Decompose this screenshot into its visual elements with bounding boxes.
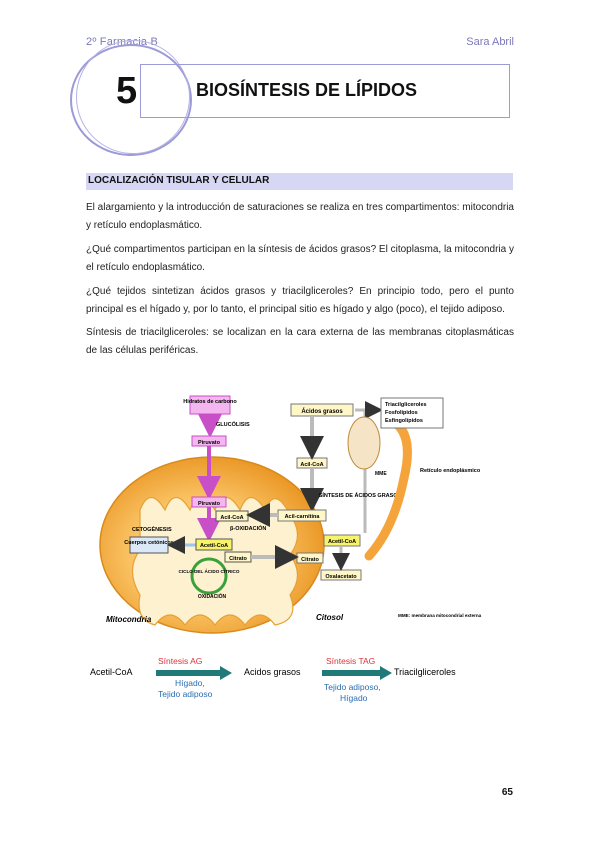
citrato-cyt-label: Citrato bbox=[301, 557, 319, 563]
pathway-start: Acetil-CoA bbox=[90, 667, 133, 677]
lipid-triacil: Triacilgliceroles bbox=[385, 402, 427, 408]
paragraph-4: Síntesis de triacilgliceroles: se locali… bbox=[86, 327, 514, 356]
chapter-number: 5 bbox=[116, 70, 138, 112]
krebs-cycle-circle bbox=[190, 557, 228, 595]
acetilcoa-mito-box bbox=[195, 538, 233, 551]
oxalacetato-label: Oxalacetato bbox=[325, 574, 357, 580]
reticulo-label: Retículo endoplásmico bbox=[420, 468, 481, 474]
chapter-circle-decoration-inner bbox=[76, 40, 190, 154]
header-author: Sara Abril bbox=[466, 36, 514, 48]
oxidacion-label: OXIDACIÓN bbox=[198, 592, 227, 600]
acetilcoa-cyt-label: Acetil-CoA bbox=[328, 539, 356, 545]
acidos-grasos-box bbox=[290, 403, 354, 417]
lipid-fosfo: Fosfolípidos bbox=[385, 410, 418, 416]
section-title: LOCALIZACIÓN TISULAR Y CELULAR bbox=[88, 175, 270, 186]
citosol-label: Citosol bbox=[316, 613, 344, 622]
pathway-step2-label: Síntesis TAG bbox=[326, 656, 375, 666]
boxidacion-label: β-OXIDACIÓN bbox=[230, 524, 266, 532]
mme-label: MME bbox=[375, 471, 387, 477]
lipid-esfingo: Esfingolípidos bbox=[385, 418, 423, 424]
pathway-step1-sub2: Tejido adiposo bbox=[158, 689, 213, 699]
sintesis-ag-fig-label: SÍNTESIS DE ÁCIDOS GRASOS bbox=[319, 491, 402, 499]
chapter-title-box bbox=[140, 64, 510, 118]
mitocondria-label: Mitocondria bbox=[106, 615, 152, 624]
pathway-step1-label: Síntesis AG bbox=[158, 656, 202, 666]
paragraph-1: El alargamiento y la introducción de sat… bbox=[86, 202, 514, 231]
page-number: 65 bbox=[501, 787, 513, 798]
acidos-grasos-label: Ácidos grasos bbox=[301, 408, 343, 415]
acilcoa-mito-label: Acil-CoA bbox=[220, 515, 243, 521]
cetogenesis-label: CETOGÉNESIS bbox=[132, 525, 172, 533]
pathway-step2-sub1: Tejido adiposo, bbox=[324, 682, 381, 692]
paragraph-2: ¿Qué compartimentos participan en la sín… bbox=[86, 244, 514, 273]
acetilcoa-mito-label: Acetil-CoA bbox=[200, 543, 228, 549]
glucolisis-label: GLUCÓLISIS bbox=[216, 420, 250, 428]
pathway-step1-sub1: Hígado, bbox=[175, 678, 205, 688]
citrato-mito-label: Citrato bbox=[229, 556, 247, 562]
paragraph-3: ¿Qué tejidos sintetizan ácidos grasos y … bbox=[86, 286, 514, 315]
pathway-arrow-2 bbox=[322, 666, 392, 680]
mme-shape bbox=[347, 416, 381, 470]
cuerpos-label: Cuerpos cetónicos bbox=[124, 540, 174, 546]
chapter-title: BIOSÍNTESIS DE LÍPIDOS bbox=[196, 80, 418, 100]
pathway-step2-sub2: Hígado bbox=[340, 693, 368, 703]
lipidos-box bbox=[380, 397, 444, 429]
ciclo-label: CICLO DEL ÁCIDO CÍTRICO bbox=[179, 567, 240, 574]
piruvato-label-1: Piruvato bbox=[198, 440, 221, 446]
pathway-middle: Acidos grasos bbox=[244, 667, 301, 677]
pathway-end: Triacilgliceroles bbox=[394, 667, 456, 677]
piruvato-label-2: Piruvato bbox=[198, 501, 221, 507]
hidratos-label: Hidratos de carbono bbox=[183, 399, 237, 405]
pathway-arrow-1 bbox=[156, 666, 232, 680]
acilcoa-cyt-label: Acil-CoA bbox=[300, 462, 323, 468]
acilcarnitina-label: Acil-carnitina bbox=[285, 514, 321, 520]
mme-note: MME: membrana mitocondrial externa bbox=[398, 613, 482, 618]
section-header-bar bbox=[86, 173, 513, 190]
